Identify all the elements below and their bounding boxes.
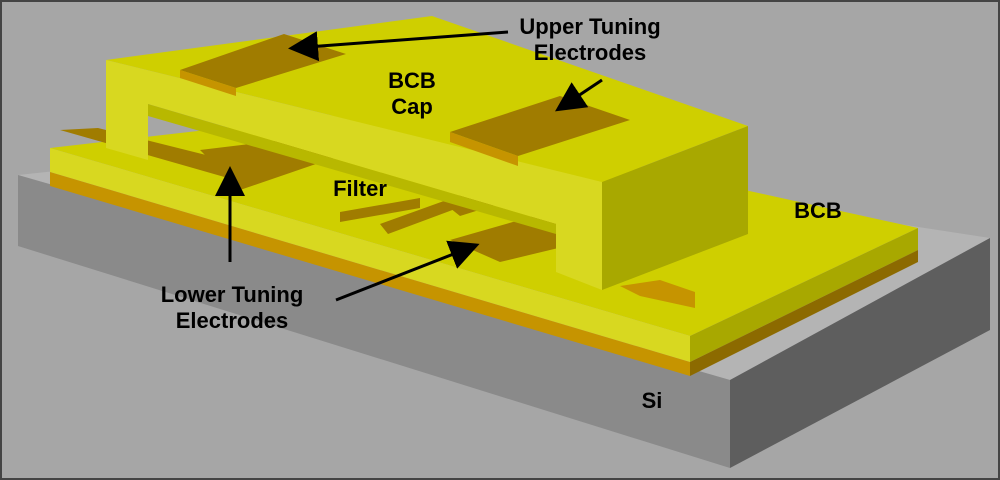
label-si: Si	[642, 388, 663, 413]
bcb-cap-cavity-shadow	[148, 104, 556, 234]
label-upper-tuning-2: Electrodes	[534, 40, 647, 65]
label-lower-tuning-1: Lower Tuning	[161, 282, 304, 307]
bcb-side-face	[690, 228, 918, 362]
bcb-electrode-stripe-side	[690, 250, 918, 376]
si-side-face	[730, 238, 990, 468]
label-bcb-cap-2: Cap	[391, 94, 433, 119]
label-bcb-cap-1: BCB	[388, 68, 436, 93]
filter-line-1	[340, 198, 420, 222]
label-bcb: BCB	[794, 198, 842, 223]
arrow-upper-left	[288, 30, 509, 62]
bcb-front-face	[50, 148, 690, 362]
bcb-electrode-stripe-front	[50, 172, 690, 376]
si-front-face	[18, 175, 730, 468]
label-filter: Filter	[333, 176, 387, 201]
bcb-cap-side-face	[602, 126, 748, 290]
label-upper-tuning-1: Upper Tuning	[519, 14, 660, 39]
arrow-upper-right	[555, 78, 603, 112]
arrows	[215, 30, 603, 302]
upper-electrode-right-front	[450, 132, 518, 166]
lower-electrode-right-strip	[620, 280, 695, 308]
arrow-lower-right	[335, 240, 480, 302]
bcb-cap-front-face	[106, 60, 602, 290]
label-lower-tuning-2: Electrodes	[176, 308, 289, 333]
upper-electrode-left-front	[180, 70, 236, 96]
